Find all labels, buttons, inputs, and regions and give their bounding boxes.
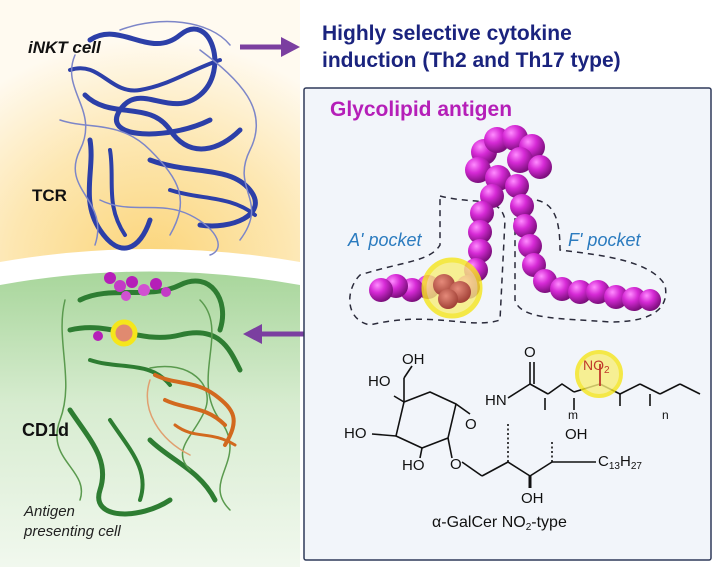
atom-ho-3: HO (402, 457, 425, 474)
tcr-ribbon-structure (59, 20, 258, 256)
chain-c: C (598, 453, 609, 470)
caption-suffix: -type (531, 514, 567, 531)
headline-line-2: induction (Th2 and Th17 type) (322, 49, 621, 72)
chain-c-sub: 13 (608, 461, 620, 472)
f-pocket-label: F' pocket (568, 230, 641, 250)
atom-oh-top: OH (402, 351, 425, 368)
highlight-ring-no2-structure (575, 350, 623, 398)
atom-ho-2: HO (344, 425, 367, 442)
chain-h: H (619, 453, 631, 470)
f-pocket-outline (514, 198, 667, 323)
inkt-cell-region (0, 0, 300, 262)
cd1d-label: CD1d (22, 420, 70, 440)
atom-o-ring: O (465, 416, 477, 433)
highlight-ring-small (110, 319, 138, 347)
nitro-group-label: NO2 (583, 357, 610, 376)
apc-line-1: Antigen (24, 503, 75, 520)
cd1d-ribbon-structure (56, 278, 243, 517)
antigen-presenting-cell-label: Antigen presenting cell (24, 502, 121, 542)
compound-caption: α-GalCer NO2-type (432, 514, 567, 533)
repeat-m: m (568, 408, 578, 422)
caption-prefix: α-GalCer NO (432, 514, 526, 531)
arrow-to-cytokine-induction (240, 37, 300, 57)
glycolipid-antigen-title: Glycolipid antigen (330, 98, 513, 121)
a-pocket-outline (349, 195, 506, 326)
tcr-label: TCR (32, 186, 67, 205)
headline-line-1: Highly selective cytokine (322, 22, 572, 45)
apc-line-2: presenting cell (24, 523, 121, 540)
atom-o-link: O (450, 456, 462, 473)
alkyl-chain-label: C13H27 (598, 453, 642, 472)
chain-h-sub: 27 (630, 461, 642, 472)
glycolipid-antigen-panel (303, 87, 712, 561)
arrow-from-antigen-panel (243, 324, 305, 344)
atom-o-carbonyl: O (524, 344, 536, 361)
nitro-group-spheres (433, 274, 471, 309)
atom-oh-2: OH (565, 426, 588, 443)
caption-subscript: 2 (525, 522, 532, 533)
cytokine-induction-headline: Highly selective cytokine induction (Th2… (322, 20, 621, 74)
inkt-cell-label: iNKT cell (28, 38, 101, 57)
nitro-text: NO (583, 357, 604, 373)
bound-glycolipid-spheres (93, 272, 171, 341)
atom-hn: HN (485, 392, 507, 409)
nitro-subscript: 2 (604, 365, 610, 376)
a-pocket-label: A' pocket (348, 230, 422, 250)
repeat-n: n (662, 408, 669, 422)
atom-ho-1: HO (368, 373, 391, 390)
atom-oh-3: OH (521, 490, 544, 507)
